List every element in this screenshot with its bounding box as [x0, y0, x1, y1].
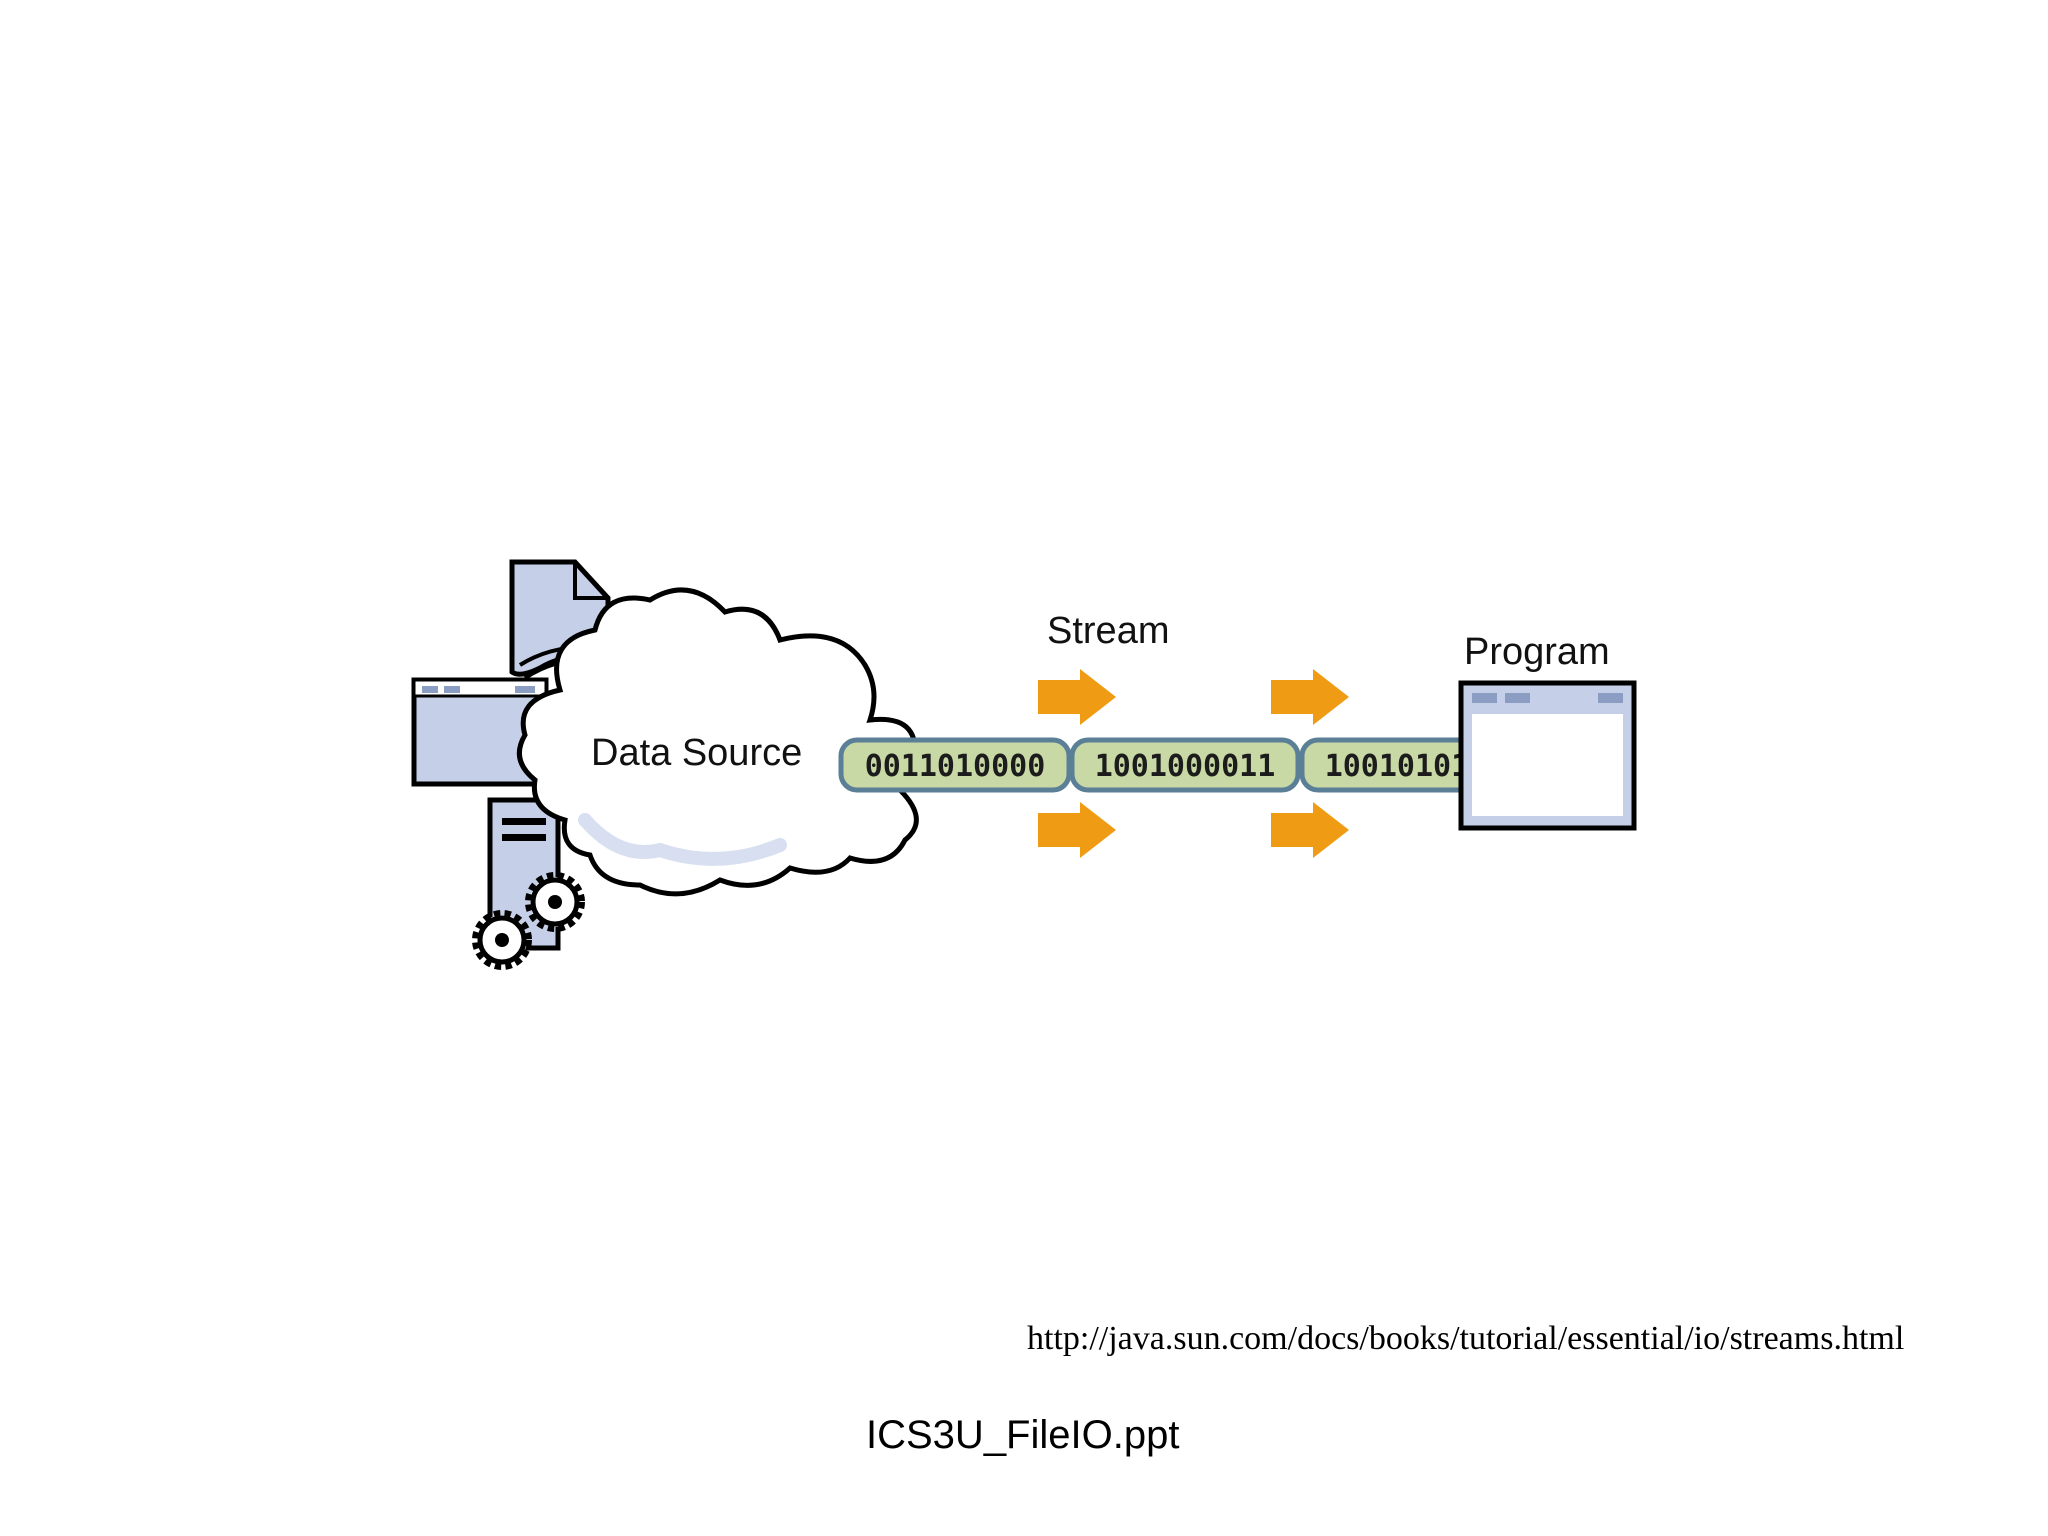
footer-text: ICS3U_FileIO.ppt — [866, 1413, 1180, 1457]
data-source-label: Data Source — [591, 732, 802, 774]
arrow-right-icon — [1038, 669, 1116, 725]
source-url[interactable]: http://java.sun.com/docs/books/tutorial/… — [1027, 1320, 1905, 1357]
program-window-icon — [1458, 680, 1637, 831]
stream-segment-bits: 1001000011 — [1095, 749, 1276, 784]
stream-segment: 0011010000 — [838, 737, 1072, 793]
gear-icon — [472, 910, 532, 970]
program-label: Program — [1464, 631, 1610, 673]
stream-label: Stream — [1047, 610, 1169, 652]
gear-icon — [525, 872, 585, 932]
arrow-right-icon — [1271, 669, 1349, 725]
cloud-icon — [516, 587, 921, 897]
stream-segment: 1001000011 — [1069, 737, 1301, 793]
stream-segment-bits: 0011010000 — [865, 749, 1046, 784]
arrow-right-icon — [1038, 802, 1116, 858]
arrow-right-icon — [1271, 802, 1349, 858]
